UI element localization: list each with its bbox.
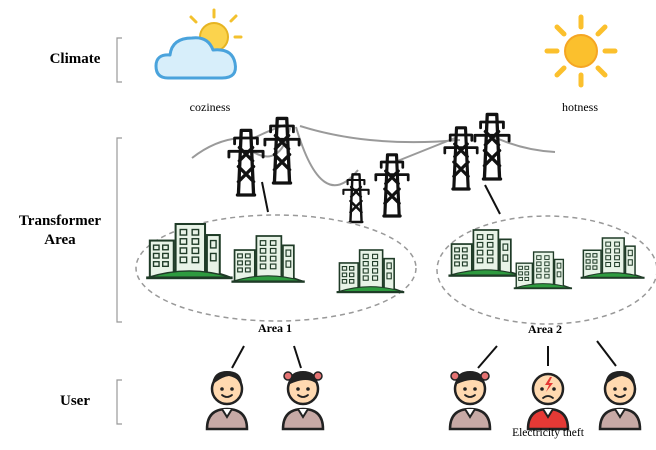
sun-icon <box>544 14 618 88</box>
user-avatar-2 <box>281 371 325 431</box>
buildings-area-1c <box>335 249 406 294</box>
transmission-tower-6 <box>473 112 511 181</box>
row-label-transformer-line2: Area <box>44 232 76 248</box>
row-label-transformer-line1: Transformer <box>18 213 102 229</box>
transmission-tower-2 <box>263 116 301 185</box>
theft-user-avatar <box>526 372 570 431</box>
row-label-transformer-area: Transformer Area <box>10 212 110 250</box>
electricity-theft-caption: Electricity theft <box>512 427 584 439</box>
area-2-label: Area 2 <box>527 322 563 336</box>
row-label-climate: Climate <box>49 51 101 67</box>
transmission-tower-5 <box>443 126 479 191</box>
area-1-label: Area 1 <box>257 321 293 335</box>
hotness-caption: hotness <box>562 100 598 114</box>
buildings-area-2c <box>579 237 646 280</box>
buildings-area-1a <box>145 222 234 281</box>
buildings-area-1b <box>230 235 306 284</box>
user-avatar-3 <box>448 371 492 431</box>
transmission-tower-3 <box>342 173 370 224</box>
buildings-area-2b <box>513 251 573 290</box>
transmission-tower-4 <box>374 153 410 218</box>
transmission-tower-1 <box>227 128 265 197</box>
area-1-boundary <box>135 214 417 322</box>
cloud-sun-icon <box>154 8 243 80</box>
user-avatar-5 <box>598 371 642 431</box>
area-2-boundary <box>436 215 656 325</box>
coziness-caption: coziness <box>189 100 231 114</box>
user-avatar-1 <box>205 371 249 431</box>
row-label-user: User <box>60 393 90 409</box>
